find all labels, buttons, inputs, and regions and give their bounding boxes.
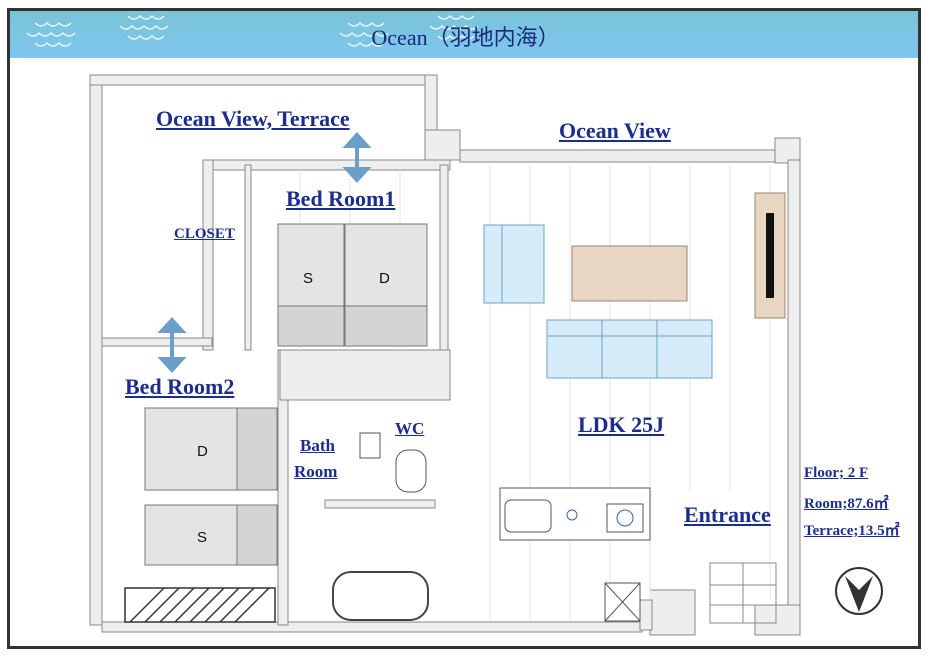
label-closet: CLOSET xyxy=(174,226,235,242)
header-banner: Ocean（羽地内海） xyxy=(10,11,921,58)
bed-label: D xyxy=(197,443,208,460)
label-bed-room1: Bed Room1 xyxy=(286,186,396,211)
label-ocean-view: Ocean View xyxy=(559,118,671,143)
north-arrow-icon xyxy=(835,567,883,615)
bed-label: S xyxy=(197,529,208,546)
page-frame xyxy=(7,8,921,649)
label-wc: WC xyxy=(395,419,425,438)
label-bed-room2: Bed Room2 xyxy=(125,374,235,399)
label-ocean-view-terrace: Ocean View, Terrace xyxy=(156,106,350,131)
bed-label: D xyxy=(379,270,390,287)
label-bath: Bath xyxy=(300,436,335,455)
label-entrance: Entrance xyxy=(684,502,771,527)
info-room-area: Room;87.6㎡ xyxy=(804,496,889,512)
wave-icon xyxy=(26,14,479,47)
page-title: Ocean（羽地内海） xyxy=(371,25,560,50)
label-ldk: LDK 25J xyxy=(578,412,665,437)
info-floor: Floor; 2 F xyxy=(804,465,869,481)
bed-label: S xyxy=(303,270,314,287)
label-bath-room: Room xyxy=(294,462,338,481)
info-terrace-area: Terrace;13.5㎡ xyxy=(804,523,900,539)
passage-arrow-icon xyxy=(157,132,372,373)
